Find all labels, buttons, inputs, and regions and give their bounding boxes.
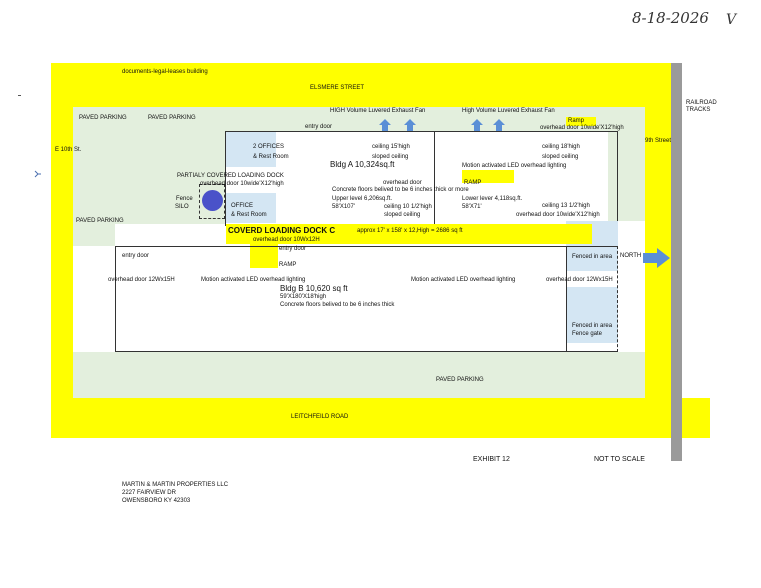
company-name: MARTIN & MARTIN PROPERTIES LLC <box>122 482 229 488</box>
bldg-b-ramp-label: RAMP <box>279 262 297 268</box>
paved-parking-south <box>73 352 645 398</box>
fence-line-east <box>617 246 619 352</box>
ramp-top-block <box>566 117 596 126</box>
bldg-a-entry-door-label: entry door <box>305 124 333 130</box>
exhaust-fan-3-icon <box>471 119 483 131</box>
exhaust-fan-label-2: High Volume Luvered Exhaust Fan <box>462 108 555 114</box>
overhead-door-top-label: overhead door 10wide'X12'high <box>540 125 624 131</box>
tenth-street-label: E 10th St. <box>55 147 82 153</box>
offices-restroom-label: & Rest Room <box>253 154 289 160</box>
ceiling-15-label: ceiling 15'high <box>372 144 410 150</box>
lower-dims-label: 58'X71' <box>462 204 482 210</box>
bldg-b-entry-door-mid: entry door <box>279 246 307 252</box>
fence-gate-label: Fence gate <box>572 331 603 337</box>
bldg-b-entry-door-left: entry door <box>122 253 150 259</box>
fenced-area-bottom-block <box>566 287 618 343</box>
silo-label: SILO <box>175 204 189 210</box>
ramp-mid-block <box>462 170 514 183</box>
ceiling-18-label: ceiling 18'high <box>542 144 580 150</box>
ceiling-10-label: ceiling 10 1/2'high <box>384 204 432 210</box>
bldg-a-right-wall <box>617 131 618 226</box>
bldg-b-top-wall <box>115 246 618 247</box>
paved-parking-west <box>73 224 115 246</box>
bldg-a-overhead-door-label: overhead door <box>383 180 422 186</box>
bldg-b-right-divider <box>566 246 567 352</box>
road-east-extension <box>682 398 710 438</box>
company-address-2: OWENSBORO KY 42303 <box>122 498 191 504</box>
railroad-tracks-label: RAILROAD TRACKS <box>686 100 717 113</box>
bldg-a-offices <box>226 132 276 167</box>
bldg-b-title: Bldg B 10,620 sq ft <box>280 284 348 293</box>
covered-dock-title: COVERD LOADING DOCK C <box>228 226 336 235</box>
exhaust-fan-1-icon <box>379 119 391 131</box>
stray-mark <box>18 95 21 96</box>
bldg-a-concrete-label: Concrete floors belived to be 6 inches t… <box>332 187 469 193</box>
fenced-area-top-label: Fenced in area <box>572 254 613 260</box>
handwritten-check: V <box>726 12 737 28</box>
covered-loading-dock <box>226 224 592 244</box>
dock-office-label: OFFICE <box>231 203 253 209</box>
bldg-b-left-wall <box>115 246 116 352</box>
paved-parking-label-2: PAVED PARKING <box>148 115 196 121</box>
paved-parking-label-bottom: PAVED PARKING <box>436 377 484 383</box>
west-road <box>51 63 73 438</box>
exhaust-fan-label-1: HIGH Volume Luvered Exhaust Fan <box>330 108 426 114</box>
elsmere-street-label: ELSMERE STREET <box>310 85 365 91</box>
silo-icon <box>202 190 223 211</box>
sloped-ceiling-3-label: sloped ceiling <box>384 212 421 218</box>
north-arrow-icon <box>643 248 670 268</box>
north-label: NORTH <box>620 253 642 259</box>
leitchfield-road-label: LEITCHFEILD ROAD <box>291 414 349 420</box>
exhaust-fan-4-icon <box>493 119 505 131</box>
not-to-scale-label: NOT TO SCALE <box>594 456 645 463</box>
handwritten-date: 8-18-2026 <box>632 9 709 27</box>
bldg-a-top-wall <box>225 131 617 132</box>
paved-east <box>608 131 645 221</box>
bldg-b-overhead-left: overhead door 12Wx15H <box>108 277 175 283</box>
dock-office <box>226 193 276 223</box>
lower-level-label: Lower lever 4,118sq.ft. <box>462 196 523 202</box>
documents-building-label: documents-legal-leases building <box>122 69 208 75</box>
upper-level-label: Upper level 6,206sq.ft. <box>332 196 393 202</box>
bldg-b-overhead-right: overhead door 12Wx15H <box>546 277 613 283</box>
ninth-street-label: 9th Street <box>645 138 672 144</box>
bldg-b-bottom-wall <box>115 351 618 352</box>
sloped-ceiling-2-label: sloped ceiling <box>542 154 579 160</box>
paved-parking-label-3: PAVED PARKING <box>76 218 124 224</box>
sloped-ceiling-1-label: sloped ceiling <box>372 154 409 160</box>
fenced-area-bottom-label: Fenced in area <box>572 323 613 329</box>
bldg-b-motion-led-1: Motion activated LED overhead lighting <box>201 277 306 283</box>
offices-label: 2 OFFICES <box>253 144 285 150</box>
bldg-b-dims: 59'X180'X18'high <box>280 294 327 300</box>
bldg-b-concrete: Concrete floors belived to be 6 inches t… <box>280 302 395 308</box>
bldg-a-divider <box>434 131 435 226</box>
partial-dock-label: PARTIALY COVERED LOADING DOCK <box>177 173 284 179</box>
fence-label: Fence <box>176 196 193 202</box>
company-address-1: 2227 FAIRVIEW DR <box>122 490 176 496</box>
bldg-a-left-wall <box>225 131 226 226</box>
exhaust-fan-2-icon <box>404 119 416 131</box>
dock-office-restroom-label: & Rest Room <box>231 212 267 218</box>
bldg-a-motion-led-label: Motion activated LED overhead lighting <box>462 163 567 169</box>
railroad-tracks-line <box>671 63 682 461</box>
overhead-door-right-label: overhead door 10wide'X12'high <box>516 212 600 218</box>
bldg-b-motion-led-2: Motion activated LED overhead lighting <box>411 277 516 283</box>
partial-dock-door-label: overhead door 10wide'X12'high <box>200 181 284 187</box>
ramp-mid-label: RAMP <box>464 180 482 186</box>
covered-dock-door: overhead door 10Wx12H <box>253 237 320 243</box>
bldg-b-ramp-block <box>250 244 278 268</box>
ramp-top-label: Ramp <box>568 118 585 124</box>
exhibit-label: EXHIBIT 12 <box>473 456 510 463</box>
ceiling-13-label: ceiling 13 1/2'high <box>542 203 590 209</box>
stray-mark-icon <box>34 170 41 178</box>
leitchfield-road <box>51 398 710 438</box>
bldg-a-title: Bldg A 10,324sq.ft <box>330 160 395 169</box>
elsmere-street-road <box>51 63 671 107</box>
covered-dock-dims: approx 17' x 158' x 12,High = 2686 sq ft <box>357 228 463 234</box>
paved-parking-label-1: PAVED PARKING <box>79 115 127 121</box>
fenced-silo-area <box>199 184 225 219</box>
upper-dims-label: 58'X107' <box>332 204 355 210</box>
